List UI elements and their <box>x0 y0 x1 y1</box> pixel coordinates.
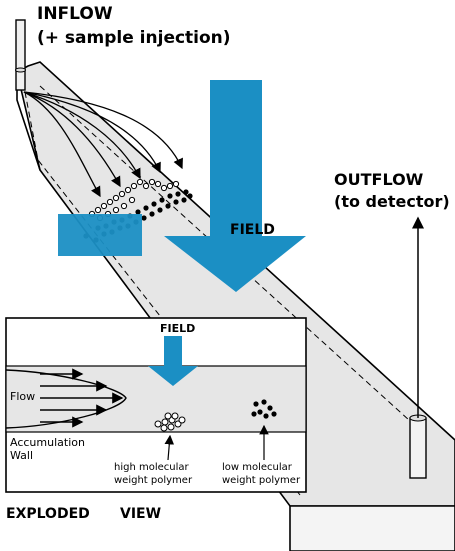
field-main-label: FIELD <box>230 222 275 238</box>
accumulation-label: Accumulation <box>10 436 85 449</box>
high-mw-label-2: weight polymer <box>114 475 193 486</box>
field-inset-label: FIELD <box>160 322 196 335</box>
field-arrow-main <box>164 80 306 292</box>
inflow-tube <box>15 19 26 91</box>
low-mw-label-2: weight polymer <box>222 475 301 486</box>
exploded-label: EXPLODED <box>6 506 90 522</box>
outflow-sub-label: (to detector) <box>334 192 450 211</box>
low-mw-label-1: low molecular <box>222 462 292 473</box>
outflow-label: OUTFLOW <box>334 170 424 189</box>
inflow-sub-label: (+ sample injection) <box>37 28 231 48</box>
wall-label: Wall <box>10 449 34 462</box>
outflow-tube <box>409 216 427 479</box>
highlight-square <box>58 214 142 256</box>
high-mw-label-1: high molecular <box>114 462 189 473</box>
inflow-label: INFLOW <box>37 4 113 24</box>
flow-label: Flow <box>10 390 36 403</box>
flow-streamlines <box>23 91 183 198</box>
view-label: VIEW <box>120 506 162 522</box>
exploded-inset <box>5 317 307 493</box>
